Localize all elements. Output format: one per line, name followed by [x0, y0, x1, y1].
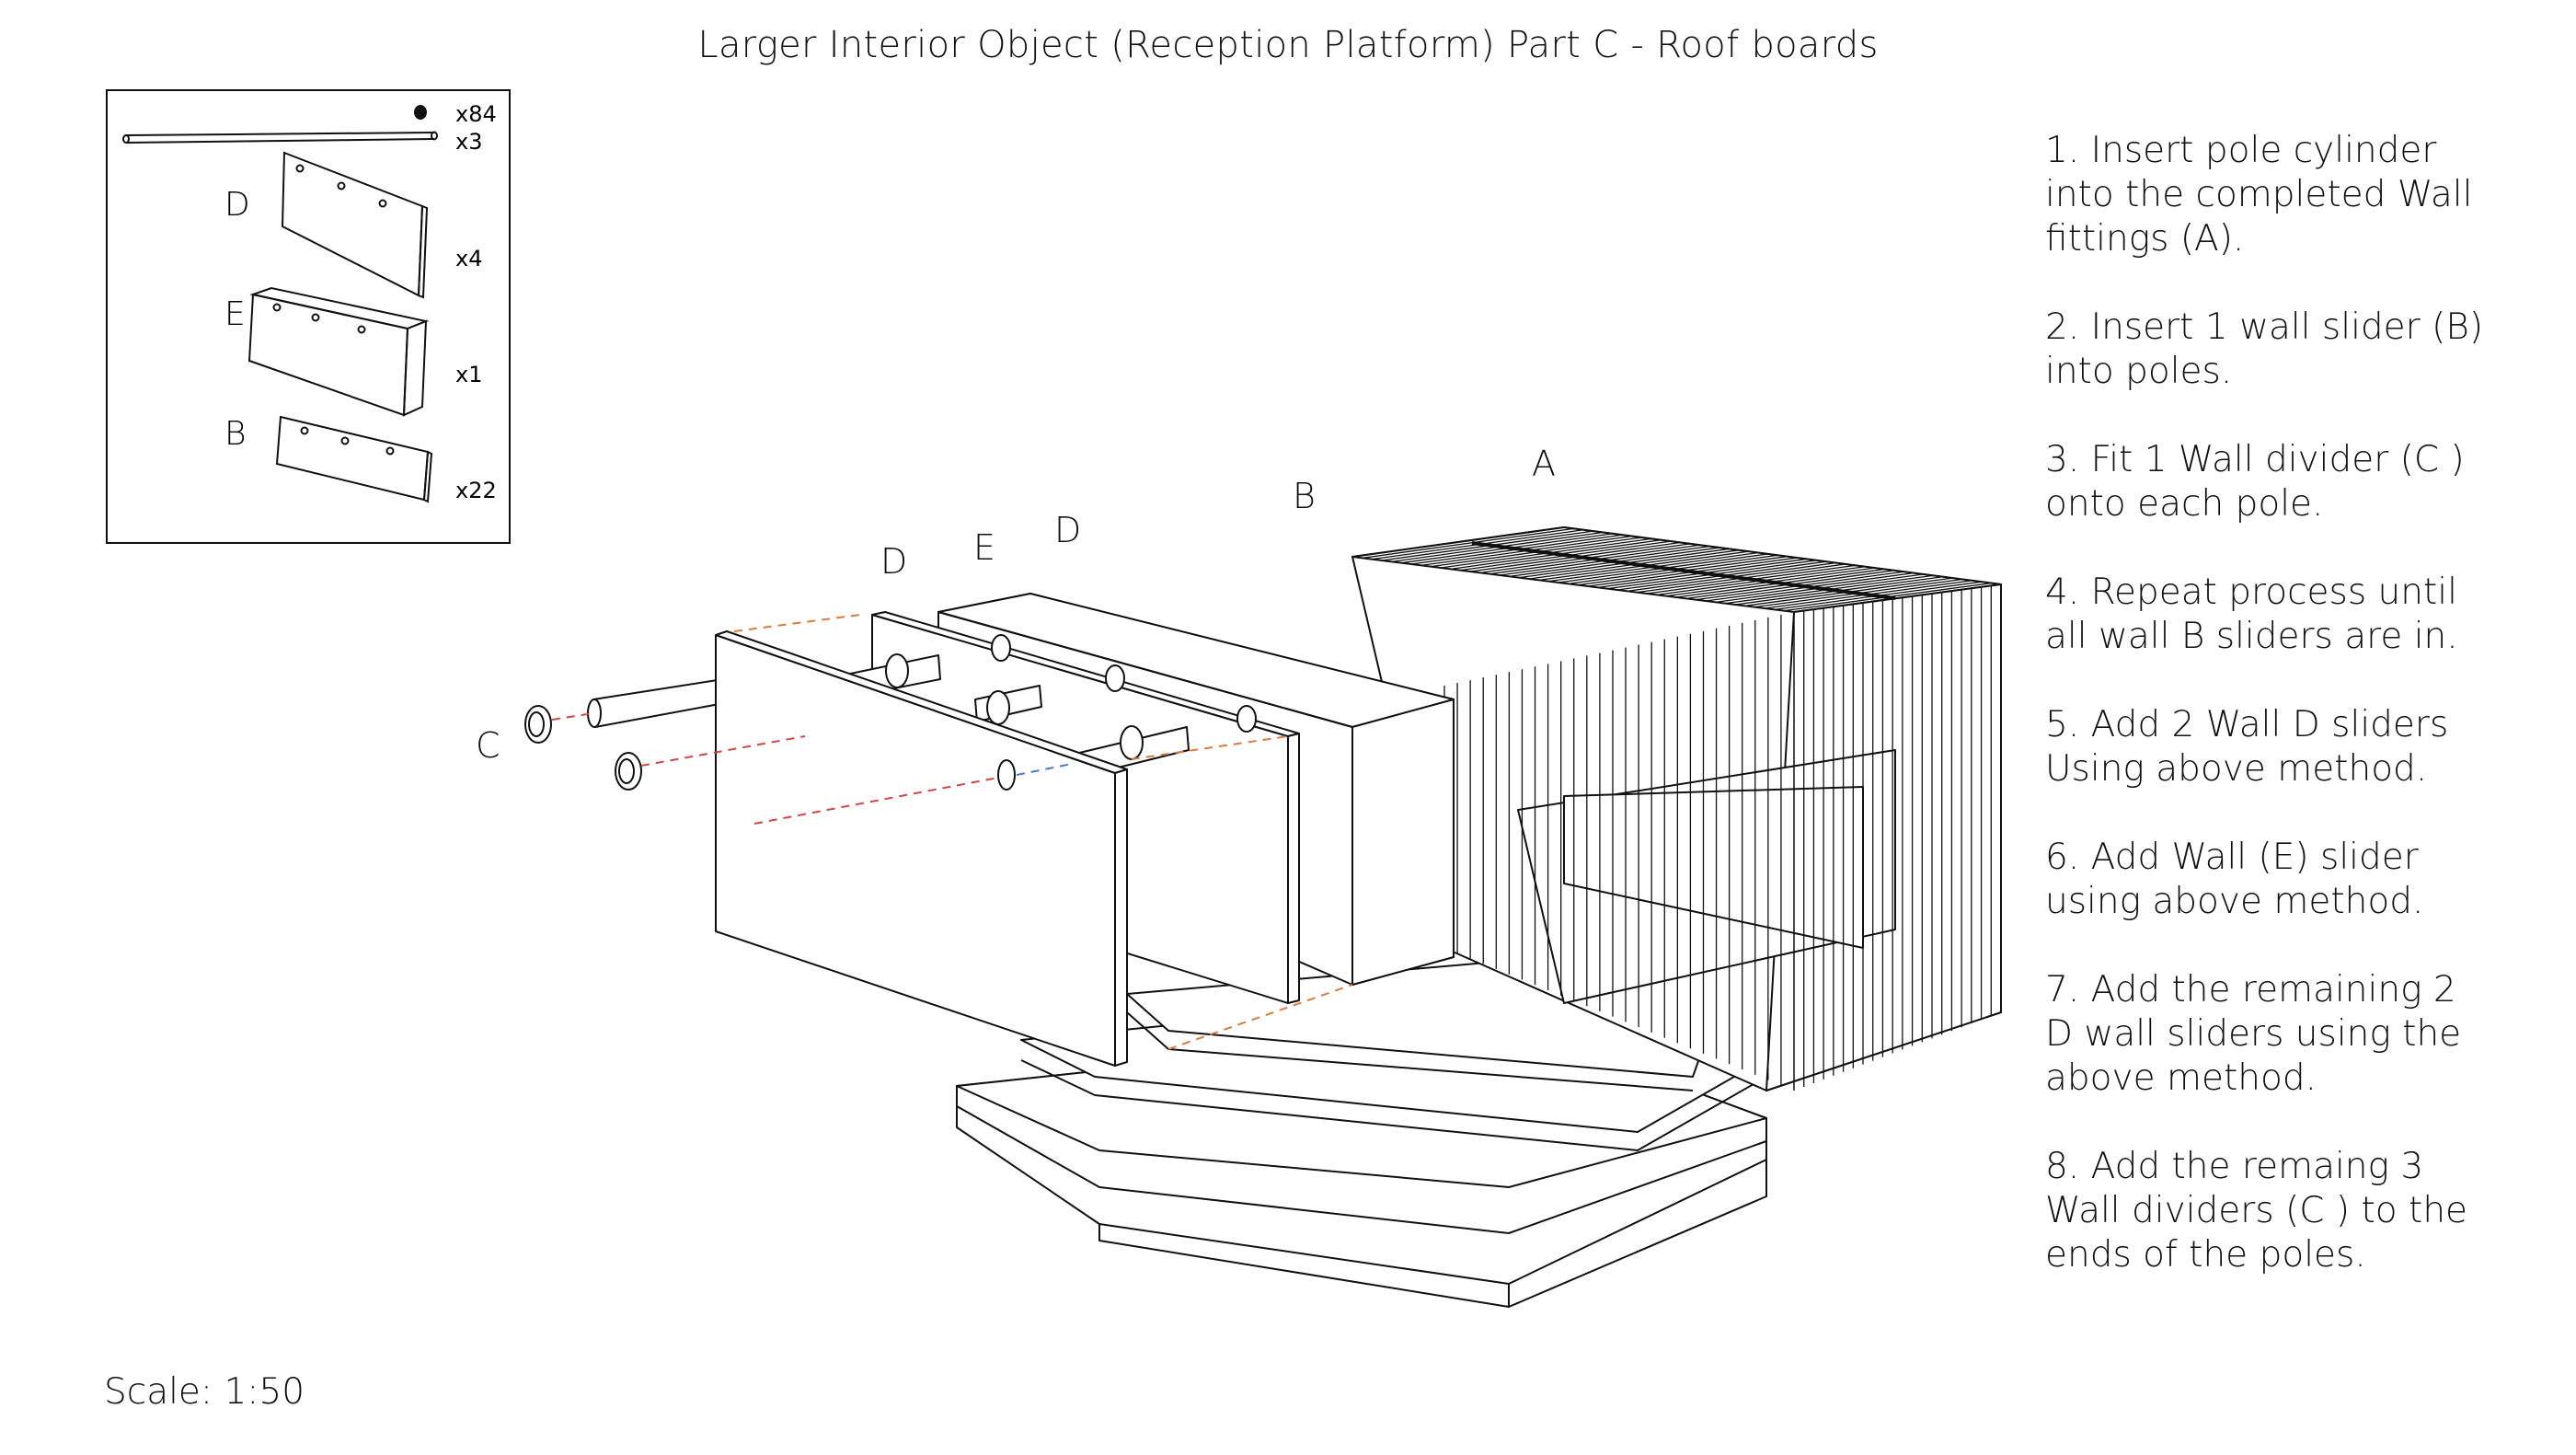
wall-block-e	[937, 593, 1455, 986]
instruction-step-8: 8. Add the remaing 3 Wall dividers (C ) …	[2045, 1146, 2468, 1276]
instruction-step-5: 5. Add 2 Wall D sliders Using above meth…	[2045, 704, 2449, 790]
label-d-rear: D	[1054, 510, 1081, 550]
instruction-step-6: 6. Add Wall (E) slider using above metho…	[2045, 837, 2424, 922]
scale-label: Scale: 1:50	[104, 1371, 305, 1413]
wall-slider-d-front	[715, 630, 1128, 1067]
block-e-part-icon	[247, 286, 430, 417]
pole-cylinders	[587, 654, 1190, 780]
stepped-base-platform	[956, 947, 1767, 1308]
page-title: Larger Interior Object (Reception Platfo…	[697, 24, 1879, 66]
board-lines-side	[1443, 584, 2002, 1091]
slider-b-part-icon	[275, 415, 433, 503]
part-letter-b: B	[224, 415, 247, 453]
instruction-step-2: 2. Insert 1 wall slider (B) into poles.	[2045, 306, 2484, 392]
label-a: A	[1532, 444, 1556, 484]
label-b: B	[1293, 476, 1316, 516]
board-d-part-icon	[281, 151, 429, 299]
board-lines-top	[1351, 526, 2002, 613]
instruction-step-4: 4. Repeat process until all wall B slide…	[2045, 572, 2458, 657]
label-e: E	[973, 527, 995, 568]
label-c: C	[476, 725, 500, 766]
part-qty-d: x4	[455, 246, 482, 271]
instruction-step-7: 7. Add the remaining 2 D wall sliders us…	[2045, 969, 2462, 1099]
label-d-front: D	[880, 541, 907, 582]
ring-part-icon	[414, 105, 427, 120]
part-qty-ring: x84	[455, 101, 497, 127]
pole-part-icon	[122, 131, 438, 144]
parts-legend-drawing: x84 x3 D x4 E x1	[122, 101, 497, 503]
wall-block-a	[1351, 526, 2002, 1091]
part-qty-e: x1	[455, 362, 482, 387]
instruction-step-1: 1. Insert pole cylinder into the complet…	[2045, 130, 2473, 260]
part-qty-pole: x3	[455, 129, 482, 155]
alignment-guides	[551, 614, 1353, 1050]
wall-divider-rings-c	[524, 634, 1257, 851]
wall-slider-d-rear	[871, 611, 1300, 1004]
part-letter-d: D	[224, 186, 250, 224]
part-letter-e: E	[224, 295, 246, 333]
instruction-step-3: 3. Fit 1 Wall divider (C ) onto each pol…	[2045, 439, 2465, 525]
instructions-list: 1. Insert pole cylinder into the complet…	[2045, 129, 2560, 1322]
part-qty-b: x22	[455, 478, 497, 503]
parts-legend-box: x84 x3 D x4 E x1	[106, 89, 511, 544]
